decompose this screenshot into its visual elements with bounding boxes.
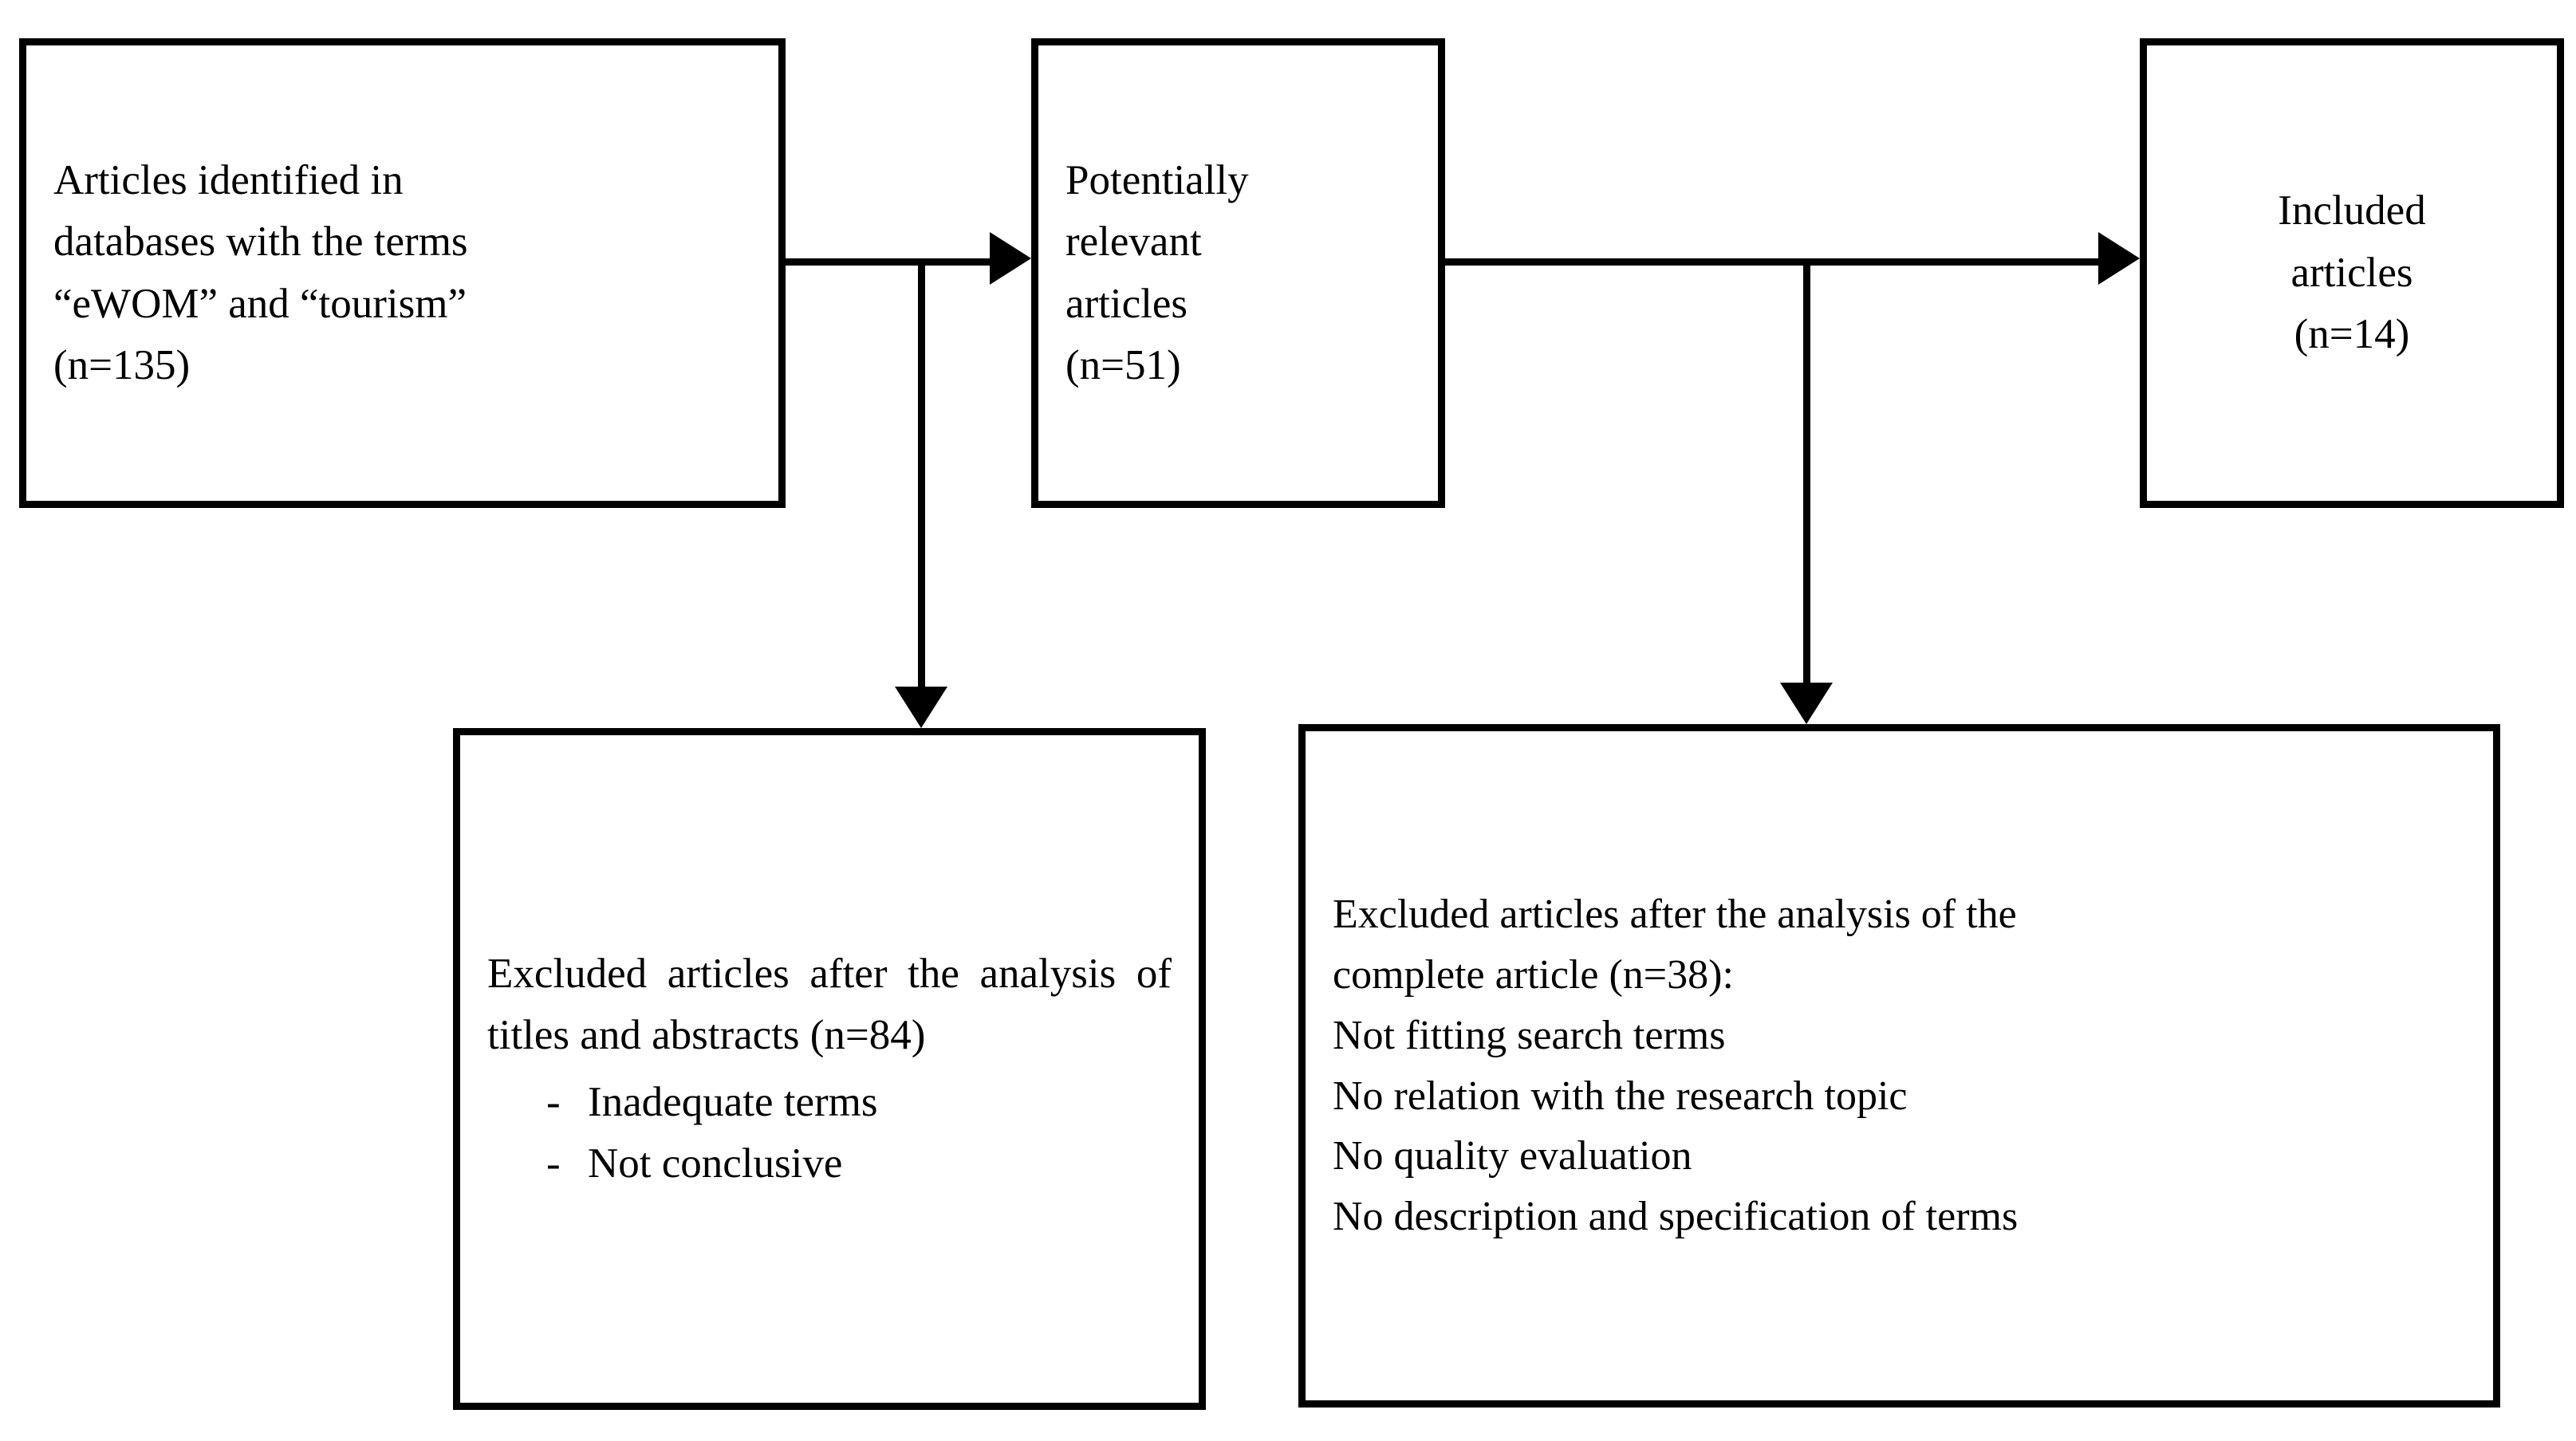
excluded-complete-article-reason-4: No description and specification of term…	[1333, 1194, 2019, 1240]
articles-identified-line-2: databases with the terms	[53, 219, 468, 266]
excluded-complete-article-reason-2: No relation with the research topic	[1333, 1073, 1908, 1119]
potentially-relevant-count: (n=51)	[1065, 341, 1181, 388]
potentially-relevant-line-1: Potentially	[1065, 156, 1249, 203]
articles-identified-count: (n=135)	[53, 341, 191, 388]
excluded-titles-abstracts-paragraph: Excluded articles after the analysis of …	[487, 950, 1183, 1059]
excluded-titles-abstracts-bullet-list: - Inadequate terms - Not conclusive	[487, 1072, 1172, 1195]
included-articles-text: Included articles (n=14)	[2147, 180, 2557, 365]
connector-branch-to-excluded-titles-abstracts	[918, 263, 925, 687]
articles-identified-text: Articles identified in databases with th…	[26, 150, 778, 397]
included-articles-box: Included articles (n=14)	[2140, 38, 2564, 508]
excluded-complete-article-text: Excluded articles after the analysis of …	[1306, 884, 2493, 1247]
connector-potentially-relevant-to-included	[1445, 258, 2098, 266]
excluded-complete-article-heading-1: Excluded articles after the analysis of …	[1333, 891, 2017, 937]
potentially-relevant-line-3: articles	[1065, 280, 1188, 327]
bullet-dash-icon: -	[546, 1140, 561, 1187]
articles-identified-line-1: Articles identified in	[53, 156, 404, 203]
arrowhead-right-into-potentially-relevant	[990, 232, 1031, 285]
articles-identified-box: Articles identified in databases with th…	[19, 38, 786, 508]
arrowhead-right-into-included-articles	[2098, 232, 2140, 285]
potentially-relevant-box: Potentially relevant articles (n=51)	[1031, 38, 1445, 508]
connector-identified-to-potentially-relevant	[786, 258, 990, 266]
bullet-dash-icon: -	[546, 1078, 561, 1125]
arrowhead-down-into-excluded-complete-article	[1780, 683, 1833, 724]
potentially-relevant-text: Potentially relevant articles (n=51)	[1038, 150, 1438, 397]
arrowhead-down-into-excluded-titles-abstracts	[895, 687, 947, 728]
list-item: - Not conclusive	[487, 1133, 1172, 1195]
included-articles-line-2: articles	[2290, 249, 2413, 296]
potentially-relevant-line-2: relevant	[1065, 219, 1202, 266]
list-item: - Inadequate terms	[487, 1072, 1172, 1133]
included-articles-line-1: Included	[2278, 187, 2426, 234]
excluded-complete-article-reason-1: Not fitting search terms	[1333, 1012, 1726, 1058]
excluded-titles-abstracts-text: Excluded articles after the analysis of …	[460, 943, 1199, 1195]
excluded-titles-abstracts-bullet-2: Not conclusive	[588, 1140, 843, 1187]
excluded-complete-article-box: Excluded articles after the analysis of …	[1298, 724, 2500, 1408]
articles-identified-line-3: “eWOM” and “tourism”	[53, 280, 467, 327]
included-articles-count: (n=14)	[2294, 311, 2410, 358]
excluded-complete-article-reason-3: No quality evaluation	[1333, 1133, 1692, 1179]
excluded-titles-abstracts-bullet-1: Inadequate terms	[588, 1078, 878, 1125]
excluded-complete-article-heading-2: complete article (n=38):	[1333, 951, 1734, 998]
excluded-titles-abstracts-box: Excluded articles after the analysis of …	[453, 728, 1206, 1410]
connector-branch-to-excluded-complete-article	[1803, 263, 1810, 683]
